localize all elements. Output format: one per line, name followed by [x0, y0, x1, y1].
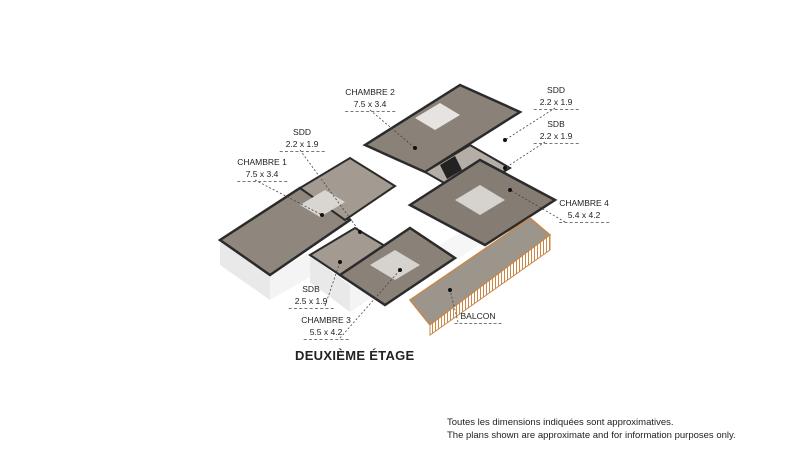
- room-name: SDB: [547, 119, 565, 129]
- chambre-2-floor: [362, 83, 523, 174]
- room-floors: [217, 83, 558, 307]
- room-name: SDB: [302, 284, 320, 294]
- room-dims: 7.5 x 3.4: [237, 168, 287, 182]
- room-dims: 7.5 x 3.4: [345, 98, 395, 112]
- balcony: [408, 217, 552, 336]
- label-chambre-3: CHAMBRE 3: [301, 314, 351, 326]
- disclaimer-en: The plans shown are approximate and for …: [447, 430, 736, 441]
- room-dims: 2.2 x 1.9: [533, 96, 579, 110]
- label-balcon: BALCON: [454, 310, 502, 324]
- room-dims: 2.2 x 1.9: [279, 138, 325, 152]
- room-dots: [320, 138, 512, 292]
- room-name: BALCON: [454, 310, 502, 324]
- disclaimer: Toutes les dimensions indiquées sont app…: [447, 416, 736, 442]
- disclaimer-fr: Toutes les dimensions indiquées sont app…: [447, 417, 674, 428]
- room-dims: 5.5 x 4.2: [303, 326, 349, 340]
- room-name: CHAMBRE 3: [301, 315, 351, 325]
- room-dims: 5.4 x 4.2: [559, 209, 609, 223]
- label-chambre-3-dims: 5.5 x 4.2: [303, 326, 349, 340]
- room-name: SDD: [547, 85, 565, 95]
- room-name: CHAMBRE 1: [237, 157, 287, 167]
- floor-title: DEUXIÈME ÉTAGE: [295, 348, 415, 363]
- room-name: CHAMBRE 4: [559, 198, 609, 208]
- leader-lines: [254, 107, 566, 339]
- room-name: SDD: [293, 127, 311, 137]
- room-name: CHAMBRE 2: [345, 87, 395, 97]
- room-dims: 2.2 x 1.9: [533, 130, 579, 144]
- room-dims: 2.5 x 1.9: [288, 295, 334, 309]
